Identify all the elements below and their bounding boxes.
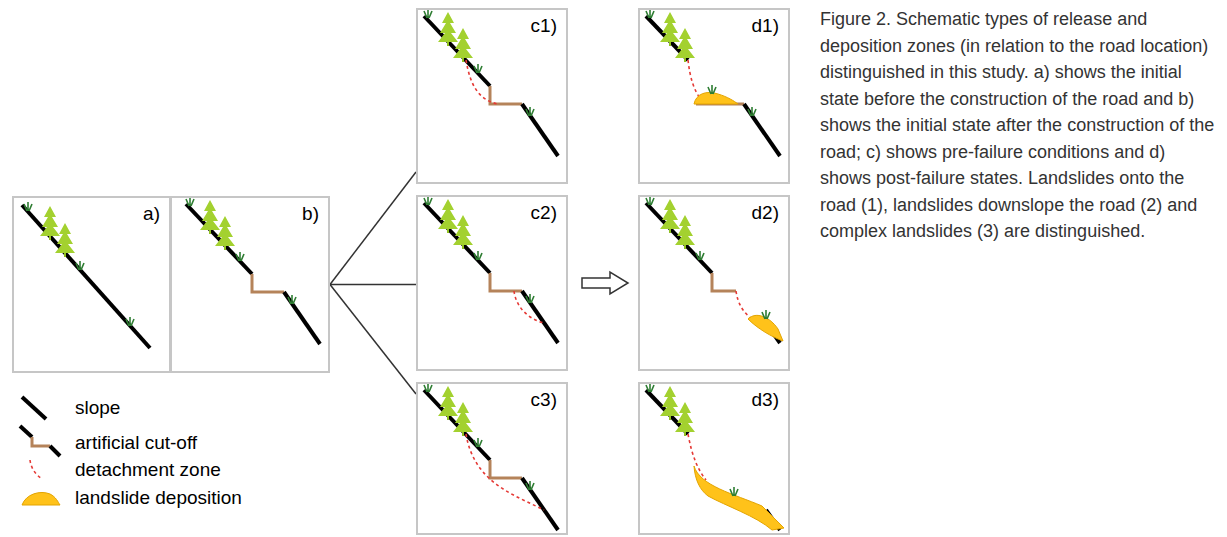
tree (675, 215, 695, 249)
panel-b-art (186, 197, 320, 344)
panel-c3-art (424, 383, 558, 530)
panel-label: c3) (531, 389, 557, 411)
panel-label: c2) (531, 202, 557, 224)
grass (696, 251, 704, 260)
tree (660, 386, 680, 420)
legend-label: detachment zone (75, 459, 221, 480)
legend-row: landslide deposition (75, 487, 242, 509)
tree (40, 206, 60, 240)
grass (126, 317, 134, 326)
panel-label: b) (302, 203, 319, 225)
panel-a-art (22, 202, 150, 348)
grass (646, 383, 654, 392)
panel-c1-art (424, 9, 558, 156)
detachment-line (466, 60, 498, 104)
cut-off-sample (32, 437, 50, 446)
panel-box: b) (170, 196, 330, 373)
panel-label: c1) (531, 15, 557, 37)
road-slope (424, 9, 558, 156)
tree (660, 199, 680, 233)
panel-box: c3) (416, 382, 568, 535)
cut-off-sample (50, 446, 60, 456)
cut-off-sample (20, 426, 32, 437)
grass (730, 487, 738, 496)
road-slope (424, 383, 558, 530)
panel-box: c2) (416, 195, 568, 371)
detachment-line (736, 291, 752, 319)
panel-c2-art (424, 196, 558, 343)
grass (748, 107, 756, 116)
panel-box: c1) (416, 8, 568, 184)
deposition (694, 92, 738, 104)
figure-caption: Figure 2. Schematic types of release and… (820, 6, 1215, 245)
slope-line (646, 203, 712, 273)
legend-row: slope (75, 397, 120, 419)
grass (762, 310, 770, 319)
detachment-line (466, 434, 544, 510)
detachment-line (514, 291, 544, 323)
grass (76, 261, 84, 270)
branch-line (330, 285, 416, 395)
legend-label: artificial cut-off (75, 432, 197, 453)
panel-box: a) (12, 196, 171, 373)
cut-off-line (712, 273, 736, 291)
road-slope (186, 197, 320, 344)
panel-label: d3) (752, 389, 779, 411)
grass (646, 9, 654, 18)
slope-line (744, 104, 780, 156)
slope-sample (22, 397, 46, 419)
detachment-line (688, 60, 700, 98)
panel-box: d2) (638, 195, 790, 371)
deposition (694, 466, 784, 530)
legend-label: landslide deposition (75, 487, 242, 508)
detachment-sample (30, 460, 42, 479)
grass (24, 202, 32, 211)
panel-box: d3) (638, 382, 790, 535)
deposition (748, 315, 783, 341)
panel-box: d1) (638, 8, 790, 184)
tree (675, 402, 695, 436)
road-slope (424, 196, 558, 343)
grass (646, 196, 654, 205)
panel-d1-art (646, 9, 780, 156)
legend-samples (20, 397, 60, 505)
legend-row: detachment zone (75, 459, 221, 481)
grass (708, 85, 716, 94)
tree (660, 12, 680, 46)
legend-row: artificial cut-off (75, 432, 197, 454)
branch-line (330, 284, 416, 286)
tree (55, 223, 75, 257)
slope-line (22, 205, 150, 348)
panel-label: d2) (752, 202, 779, 224)
panel-label: a) (143, 203, 160, 225)
legend-label: slope (75, 397, 120, 418)
panel-d3-art (646, 383, 784, 530)
transition-arrow (582, 272, 628, 294)
tree (675, 28, 695, 62)
deposition-sample (22, 492, 60, 505)
panel-d2-art (646, 196, 783, 343)
branch-line (330, 172, 416, 285)
panel-label: d1) (752, 15, 779, 37)
